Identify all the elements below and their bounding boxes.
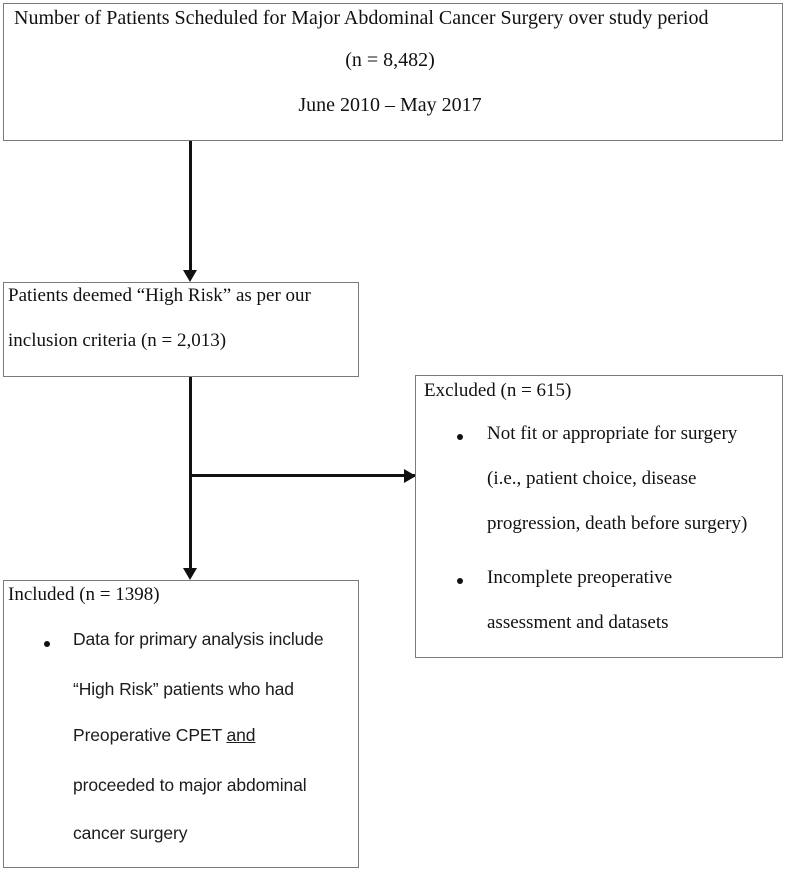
node-included-box bbox=[3, 580, 359, 868]
node-excluded-box bbox=[415, 375, 783, 658]
connector-high-risk-to-excluded-line bbox=[189, 474, 416, 477]
arrowhead-down-icon bbox=[183, 270, 197, 282]
node-included-bullet-line-3-text: Preoperative CPET bbox=[73, 725, 227, 745]
connector-scheduled-to-high-risk-line bbox=[189, 141, 192, 272]
node-scheduled-line-2: (n = 8,482) bbox=[345, 49, 435, 71]
node-high-risk-line-2: inclusion criteria (n = 2,013) bbox=[8, 330, 227, 351]
node-excluded-bullet-line-3: progression, death before surgery) bbox=[487, 513, 748, 534]
node-high-risk-line-1: Patients deemed “High Risk” as per our bbox=[8, 285, 311, 306]
node-excluded-bullet-line-4: Incomplete preoperative bbox=[487, 567, 673, 588]
node-included-bullet-line-4: proceeded to major abdominal bbox=[73, 775, 307, 795]
node-excluded-title: Excluded (n = 615) bbox=[424, 380, 572, 401]
node-included-bullet-line-2: “High Risk” patients who had bbox=[73, 679, 294, 699]
node-included-bullet-line-3-emphasis: and bbox=[226, 725, 256, 745]
node-excluded-bullet-line-5: assessment and datasets bbox=[487, 612, 669, 633]
node-scheduled-line-1: Number of Patients Scheduled for Major A… bbox=[14, 7, 709, 29]
arrowhead-down-icon bbox=[183, 568, 197, 580]
node-excluded-bullet-line-1: Not fit or appropriate for surgery bbox=[487, 423, 738, 444]
node-included-title: Included (n = 1398) bbox=[8, 584, 160, 605]
bullet-point-icon bbox=[457, 578, 463, 584]
connector-high-risk-to-included-line bbox=[189, 377, 192, 571]
node-scheduled-box bbox=[3, 3, 783, 141]
node-included-bullet-line-5: cancer surgery bbox=[73, 823, 188, 843]
node-high-risk-box bbox=[3, 282, 359, 377]
arrowhead-right-icon bbox=[404, 469, 416, 483]
node-excluded-bullet-line-2: (i.e., patient choice, disease bbox=[487, 468, 697, 489]
node-included-bullet-line-1: Data for primary analysis include bbox=[73, 629, 324, 649]
bullet-point-icon bbox=[44, 641, 50, 647]
node-included-bullet-line-3: Preoperative CPET and bbox=[73, 725, 256, 745]
node-scheduled-line-3: June 2010 – May 2017 bbox=[298, 94, 482, 116]
bullet-point-icon bbox=[457, 434, 463, 440]
